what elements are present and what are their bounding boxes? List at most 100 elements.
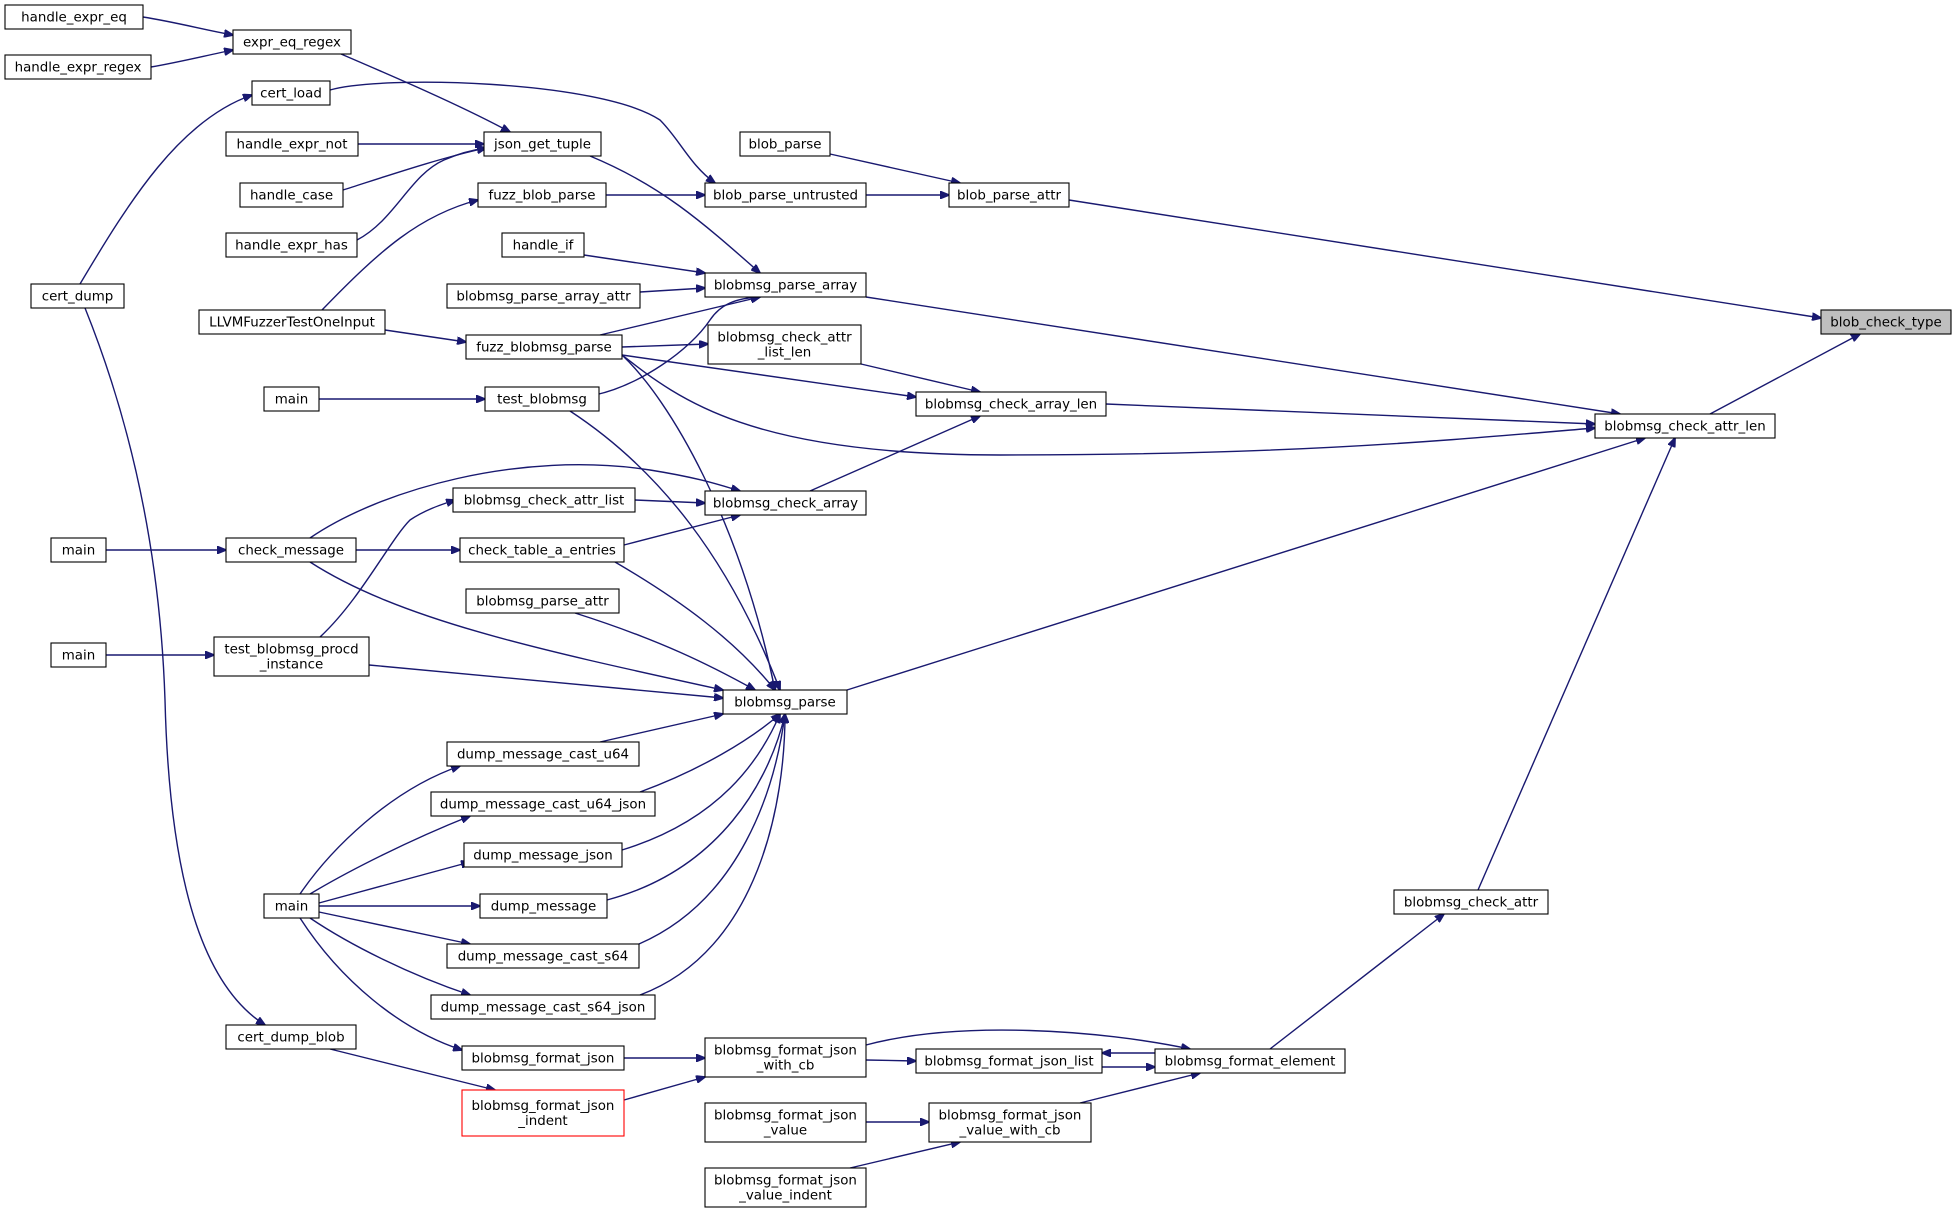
node-box-dump_message_cast_s64_json[interactable] [430, 994, 656, 1020]
node-box-blobmsg_parse[interactable] [722, 689, 848, 715]
node-test_blobmsg[interactable]: test_blobmsg [484, 386, 600, 412]
node-box-blobmsg_check_attr_list_len[interactable] [707, 324, 862, 365]
node-box-blobmsg_check_attr_len[interactable] [1594, 413, 1776, 439]
node-blobmsg_format_json_value_indent[interactable]: blobmsg_format_json_value_indent [704, 1167, 867, 1208]
node-box-expr_eq_regex[interactable] [232, 29, 352, 55]
node-json_get_tuple[interactable]: json_get_tuple [483, 131, 602, 157]
node-dump_message_cast_s64[interactable]: dump_message_cast_s64 [446, 943, 640, 969]
node-box-blobmsg_format_json[interactable] [461, 1045, 625, 1071]
node-handle_case[interactable]: handle_case [239, 182, 344, 208]
node-box-check_table_a_entries[interactable] [459, 537, 625, 563]
node-handle_expr_eq[interactable]: handle_expr_eq [4, 4, 144, 30]
node-cert_load[interactable]: cert_load [251, 80, 331, 106]
node-box-main_test_blobmsg[interactable] [263, 386, 320, 412]
node-llvm_fuzzer[interactable]: LLVMFuzzerTestOneInput [198, 309, 386, 335]
node-main_procd[interactable]: main [50, 642, 107, 668]
node-box-handle_expr_has[interactable] [225, 232, 358, 258]
node-box-dump_message_cast_s64[interactable] [446, 943, 640, 969]
node-blobmsg_check_array[interactable]: blobmsg_check_array [704, 490, 867, 516]
node-cert_dump[interactable]: cert_dump [30, 283, 125, 309]
node-box-blobmsg_format_json_list[interactable] [915, 1048, 1103, 1074]
node-box-dump_message_cast_u64[interactable] [446, 741, 640, 767]
node-box-cert_dump_blob[interactable] [225, 1024, 357, 1050]
node-main_check_message[interactable]: main [50, 537, 107, 563]
node-cert_dump_blob[interactable]: cert_dump_blob [225, 1024, 357, 1050]
node-dump_message_json[interactable]: dump_message_json [463, 842, 623, 868]
node-box-main_check_message[interactable] [50, 537, 107, 563]
node-box-blobmsg_parse_array[interactable] [704, 272, 867, 298]
node-blobmsg_parse_array[interactable]: blobmsg_parse_array [704, 272, 867, 298]
node-box-dump_message_json[interactable] [463, 842, 623, 868]
node-main_dump[interactable]: main [263, 893, 320, 919]
node-blobmsg_check_attr[interactable]: blobmsg_check_attr [1393, 889, 1549, 915]
node-check_table_a_entries[interactable]: check_table_a_entries [459, 537, 625, 563]
node-box-blobmsg_format_json_indent[interactable] [461, 1089, 625, 1137]
node-box-handle_if[interactable] [501, 232, 585, 258]
node-box-blobmsg_check_array_len[interactable] [915, 391, 1107, 417]
node-box-test_blobmsg_procd_instance[interactable] [213, 636, 370, 677]
node-box-blobmsg_format_json_value[interactable] [704, 1102, 867, 1143]
node-box-blobmsg_format_json_value_with_cb[interactable] [928, 1102, 1092, 1143]
node-dump_message_cast_u64[interactable]: dump_message_cast_u64 [446, 741, 640, 767]
node-box-blob_parse_attr[interactable] [948, 182, 1070, 208]
node-box-check_message[interactable] [225, 537, 357, 563]
node-box-blob_parse_untrusted[interactable] [704, 182, 867, 208]
node-box-handle_expr_regex[interactable] [4, 54, 152, 80]
node-blobmsg_check_array_len[interactable]: blobmsg_check_array_len [915, 391, 1107, 417]
node-box-dump_message[interactable] [479, 893, 608, 919]
node-blob_parse[interactable]: blob_parse [739, 131, 831, 157]
node-blobmsg_check_attr_list_len[interactable]: blobmsg_check_attr_list_len [707, 324, 862, 365]
node-box-blobmsg_format_element[interactable] [1154, 1048, 1346, 1074]
node-box-handle_expr_eq[interactable] [4, 4, 144, 30]
node-blobmsg_format_json_list[interactable]: blobmsg_format_json_list [915, 1048, 1103, 1074]
node-box-main_dump[interactable] [263, 893, 320, 919]
node-test_blobmsg_procd_instance[interactable]: test_blobmsg_procd_instance [213, 636, 370, 677]
node-blob_parse_attr[interactable]: blob_parse_attr [948, 182, 1070, 208]
node-blobmsg_parse_array_attr[interactable]: blobmsg_parse_array_attr [446, 283, 641, 309]
node-handle_if[interactable]: handle_if [501, 232, 585, 258]
node-box-dump_message_cast_u64_json[interactable] [430, 791, 656, 817]
node-blobmsg_format_json_indent[interactable]: blobmsg_format_json_indent [461, 1089, 625, 1137]
node-box-fuzz_blobmsg_parse[interactable] [465, 334, 623, 360]
node-blobmsg_check_attr_list[interactable]: blobmsg_check_attr_list [452, 487, 636, 513]
node-handle_expr_has[interactable]: handle_expr_has [225, 232, 358, 258]
node-box-blob_check_type[interactable] [1820, 309, 1952, 335]
node-box-blobmsg_check_attr[interactable] [1393, 889, 1549, 915]
node-expr_eq_regex[interactable]: expr_eq_regex [232, 29, 352, 55]
node-box-blobmsg_parse_array_attr[interactable] [446, 283, 641, 309]
node-box-blobmsg_format_json_with_cb[interactable] [704, 1037, 867, 1078]
node-blob_parse_untrusted[interactable]: blob_parse_untrusted [704, 182, 867, 208]
node-box-handle_expr_not[interactable] [225, 131, 359, 157]
node-handle_expr_not[interactable]: handle_expr_not [225, 131, 359, 157]
node-box-main_procd[interactable] [50, 642, 107, 668]
node-fuzz_blob_parse[interactable]: fuzz_blob_parse [477, 182, 607, 208]
node-blobmsg_format_json_value_with_cb[interactable]: blobmsg_format_json_value_with_cb [928, 1102, 1092, 1143]
node-box-fuzz_blob_parse[interactable] [477, 182, 607, 208]
node-dump_message_cast_s64_json[interactable]: dump_message_cast_s64_json [430, 994, 656, 1020]
node-box-blobmsg_parse_attr[interactable] [465, 588, 620, 614]
node-box-cert_dump[interactable] [30, 283, 125, 309]
node-dump_message[interactable]: dump_message [479, 893, 608, 919]
node-blob_check_type[interactable]: blob_check_type [1820, 309, 1952, 335]
node-box-blobmsg_format_json_value_indent[interactable] [704, 1167, 867, 1208]
node-blobmsg_format_json_with_cb[interactable]: blobmsg_format_json_with_cb [704, 1037, 867, 1078]
node-blobmsg_parse[interactable]: blobmsg_parse [722, 689, 848, 715]
node-box-blobmsg_check_attr_list[interactable] [452, 487, 636, 513]
node-check_message[interactable]: check_message [225, 537, 357, 563]
node-dump_message_cast_u64_json[interactable]: dump_message_cast_u64_json [430, 791, 656, 817]
node-blobmsg_parse_attr[interactable]: blobmsg_parse_attr [465, 588, 620, 614]
node-blobmsg_check_attr_len[interactable]: blobmsg_check_attr_len [1594, 413, 1776, 439]
node-blobmsg_format_json[interactable]: blobmsg_format_json [461, 1045, 625, 1071]
node-main_test_blobmsg[interactable]: main [263, 386, 320, 412]
node-box-cert_load[interactable] [251, 80, 331, 106]
node-box-json_get_tuple[interactable] [483, 131, 602, 157]
node-box-handle_case[interactable] [239, 182, 344, 208]
node-box-blob_parse[interactable] [739, 131, 831, 157]
node-handle_expr_regex[interactable]: handle_expr_regex [4, 54, 152, 80]
node-blobmsg_format_element[interactable]: blobmsg_format_element [1154, 1048, 1346, 1074]
node-fuzz_blobmsg_parse[interactable]: fuzz_blobmsg_parse [465, 334, 623, 360]
node-box-blobmsg_check_array[interactable] [704, 490, 867, 516]
node-blobmsg_format_json_value[interactable]: blobmsg_format_json_value [704, 1102, 867, 1143]
node-box-llvm_fuzzer[interactable] [198, 309, 386, 335]
node-box-test_blobmsg[interactable] [484, 386, 600, 412]
